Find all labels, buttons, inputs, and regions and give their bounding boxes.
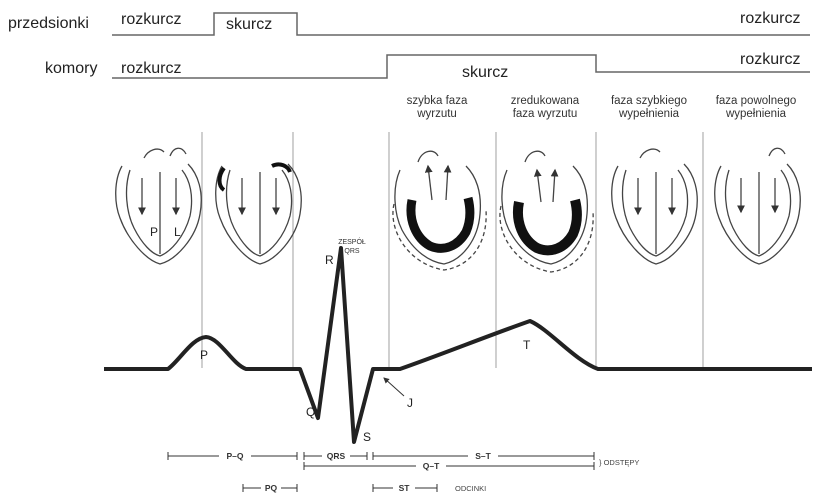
ecg-waveform (104, 248, 812, 442)
atria-timeline-line (112, 13, 810, 35)
left-ventricle-letter: L (174, 225, 181, 239)
q-label: Q (306, 405, 315, 419)
ventricles-timeline-line (112, 55, 810, 78)
heart-diagram: P L (116, 148, 202, 264)
j-point-arrow (384, 378, 404, 396)
r-label: R (325, 253, 334, 267)
ecg-trace: P Q R S T J ZESPÓŁ QRS (104, 237, 812, 444)
heart-diagram (216, 164, 302, 264)
heart-diagram (500, 151, 593, 272)
heart-diagram (715, 148, 801, 264)
ventricles-diastole-right: rozkurcz (740, 51, 800, 68)
right-ventricle-letter: P (150, 225, 158, 239)
heart-diagram (612, 149, 698, 264)
atria-timeline: przedsionki rozkurcz skurcz rozkurcz (8, 10, 810, 35)
heart-illustrations: P L (116, 148, 801, 272)
atria-systole: skurcz (226, 16, 272, 33)
st-interval-label: S–T (475, 451, 491, 461)
intervals-note: } ODSTĘPY (599, 458, 639, 467)
atria-label: przedsionki (8, 15, 89, 32)
qt-label: Q–T (423, 461, 440, 471)
ventricles-systole: skurcz (462, 64, 508, 81)
qrs-caption-line1: ZESPÓŁ (338, 237, 366, 246)
t-wave-label: T (523, 338, 531, 352)
qrs-caption-line2: QRS (344, 248, 360, 255)
atria-diastole-right: rozkurcz (740, 10, 800, 27)
atria-diastole-left: rozkurcz (121, 11, 181, 28)
pq-interval-label: P–Q (226, 451, 243, 461)
pq-segment-label: PQ (265, 483, 278, 493)
segments-note: ODCINKI (455, 484, 486, 493)
p-wave-label: P (200, 348, 208, 362)
qrs-label: QRS (327, 451, 346, 461)
heart-diagram (393, 151, 486, 270)
st-segment-label: ST (399, 483, 411, 493)
ventricles-timeline: komory rozkurcz skurcz rozkurcz (45, 51, 810, 81)
ventricles-label: komory (45, 60, 97, 77)
j-point-label: J (407, 396, 413, 410)
ventricles-diastole-left: rozkurcz (121, 60, 181, 77)
s-label: S (363, 430, 371, 444)
